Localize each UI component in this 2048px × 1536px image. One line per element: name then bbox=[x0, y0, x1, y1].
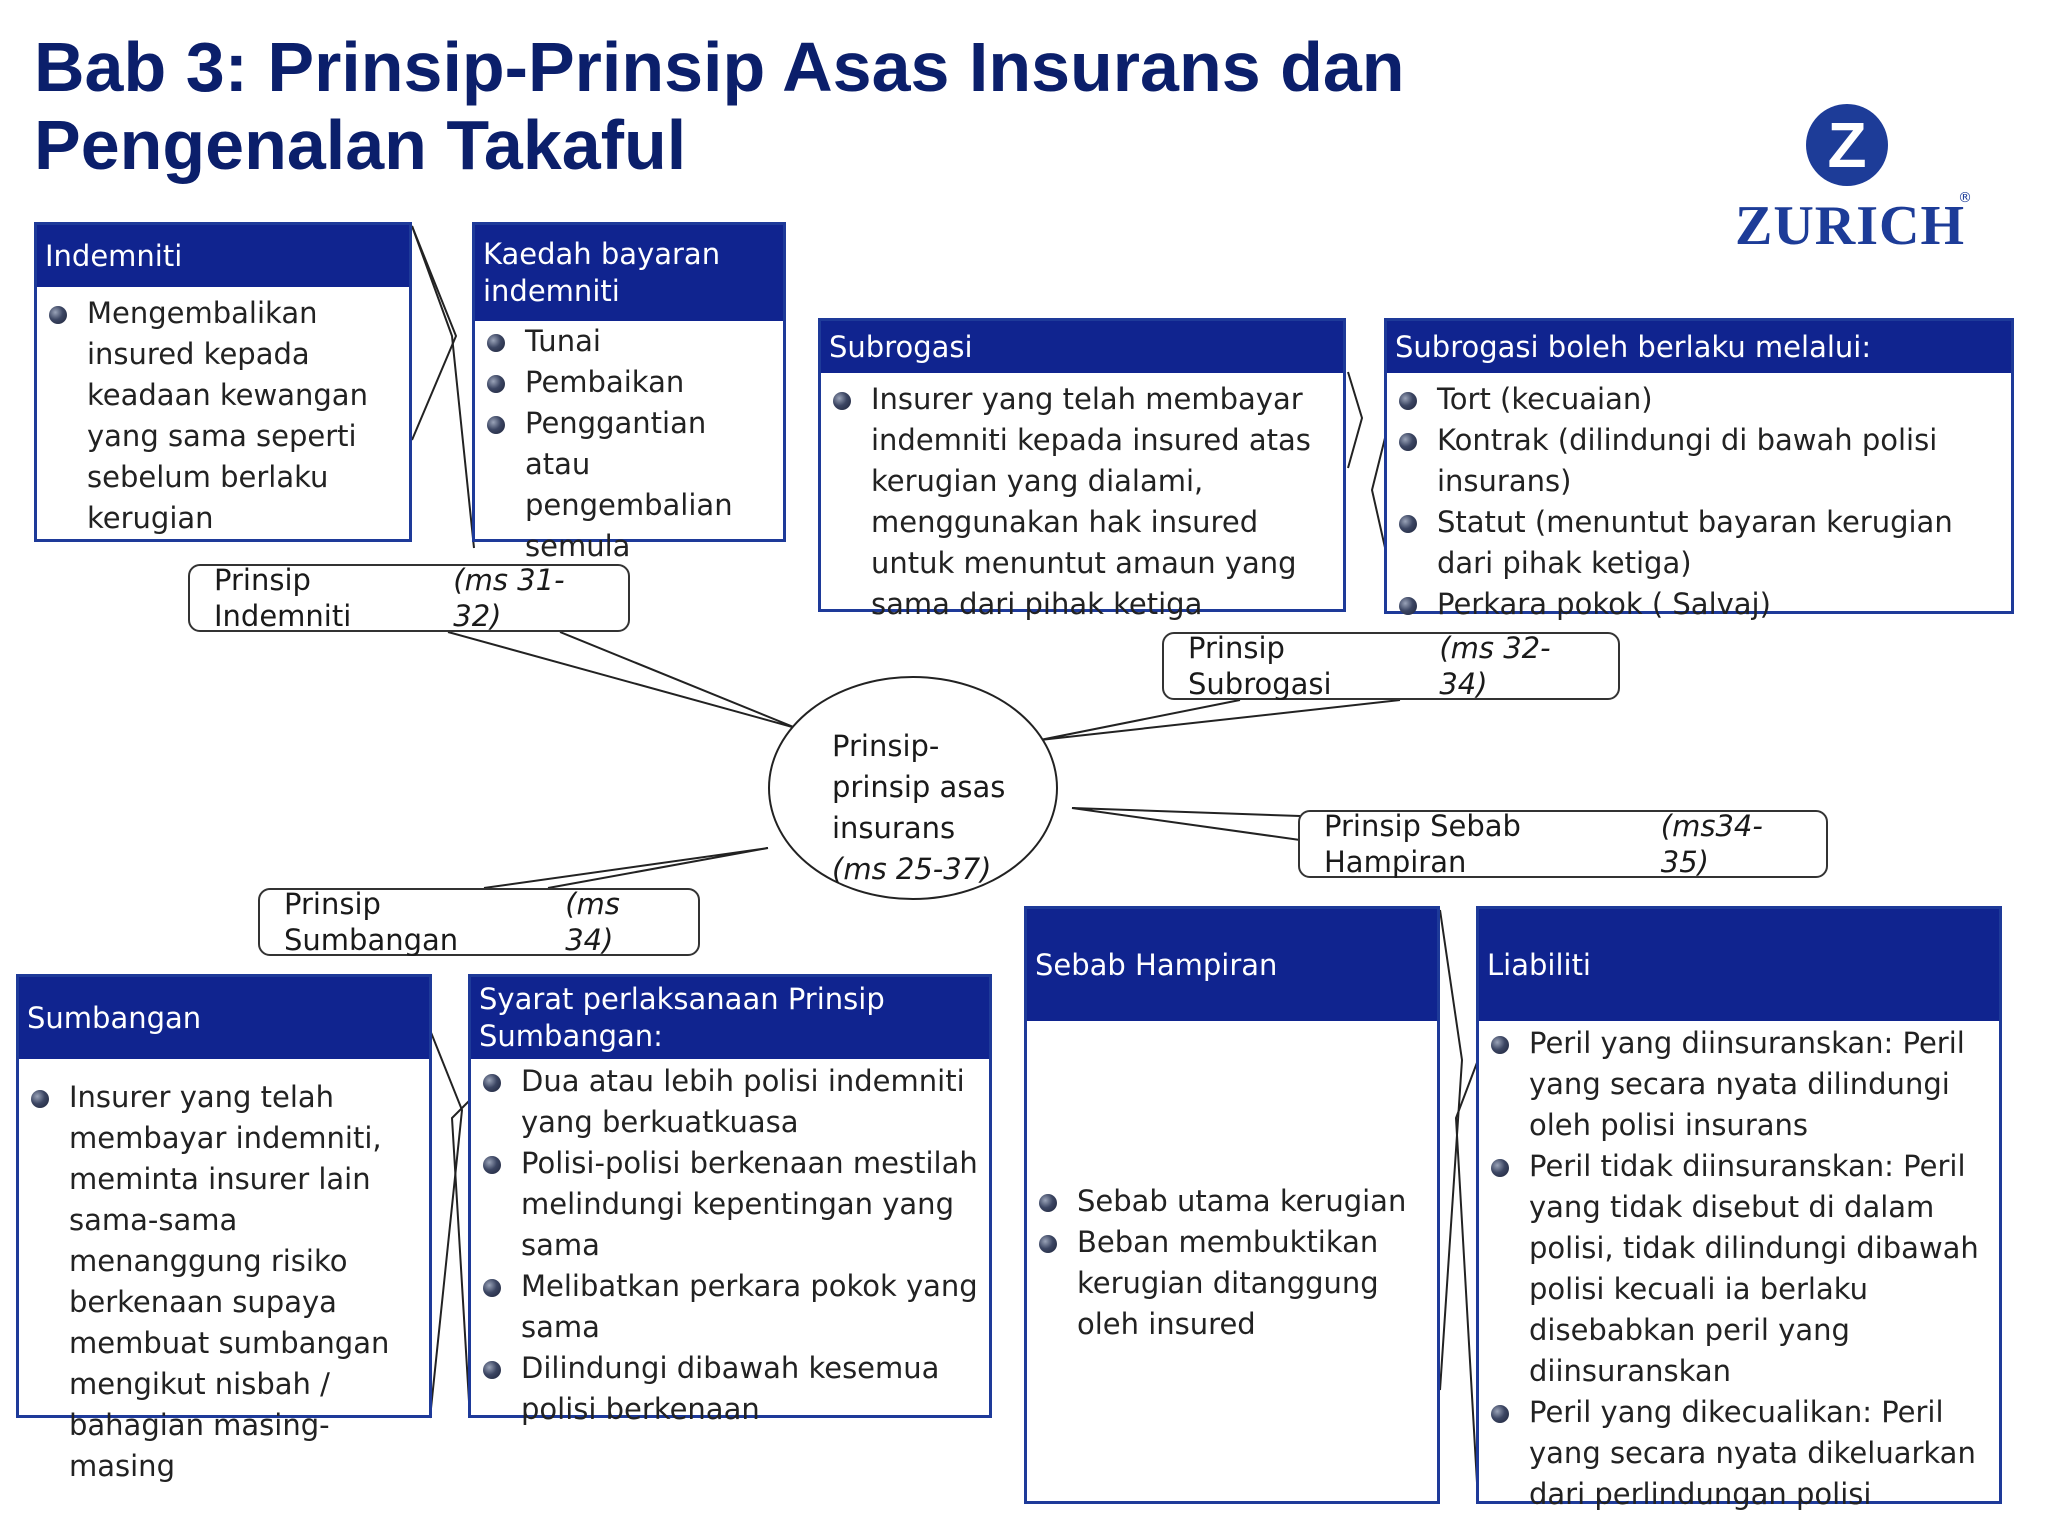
sebab-hampiran-item: Beban membuktikan kerugian ditanggung ol… bbox=[1035, 1222, 1429, 1345]
connector-subrogasi-melalui bbox=[1347, 371, 1364, 469]
center-prinsip-asas-insurans: Prinsip- prinsip asas insurans (ms 25-37… bbox=[768, 676, 1058, 900]
liabiliti-item: Peril yang diinsuranskan: Peril yang sec… bbox=[1487, 1023, 1991, 1146]
syarat-box: Syarat perlaksanaan Prinsip Sumbangan: D… bbox=[468, 974, 992, 1426]
subrogasi-melalui-item: Statut (menuntut bayaran kerugian dari p… bbox=[1395, 502, 2003, 584]
center-line-1: Prinsip- bbox=[832, 729, 940, 763]
zurich-z-icon: Z bbox=[1806, 104, 1888, 186]
subrogasi-melalui-item: Kontrak (dilindungi di bawah polisi insu… bbox=[1395, 420, 2003, 502]
connector-sumbangan-syarat bbox=[429, 1029, 464, 1419]
subrogasi-item: Insurer yang telah membayar indemniti ke… bbox=[829, 379, 1335, 625]
subrogasi-box: Subrogasi Insurer yang telah membayar in… bbox=[818, 318, 1346, 621]
connector-sebab-liabiliti bbox=[1439, 909, 1464, 1391]
logo-wordmark: ZURICH bbox=[1734, 195, 1966, 257]
connector-indemniti-kaedah-2 bbox=[411, 225, 475, 549]
callout-prinsip-subrogasi: Prinsip Subrogasi (ms 32-34) bbox=[1162, 631, 1620, 701]
sebab-hampiran-item: Sebab utama kerugian bbox=[1035, 1181, 1429, 1222]
zurich-logo: Z ZURICH ® bbox=[1730, 100, 1990, 260]
syarat-item: Dua atau lebih polisi indemniti yang ber… bbox=[479, 1061, 981, 1143]
callout-sebab-hampiran-label: Prinsip Sebab Hampiran bbox=[1324, 809, 1521, 879]
subrogasi-melalui-box: Subrogasi boleh berlaku melalui: Tort (k… bbox=[1384, 318, 2014, 621]
sebab-hampiran-header: Sebab Hampiran bbox=[1027, 909, 1437, 1021]
callout-tail-sebab-hampiran bbox=[1071, 807, 1301, 841]
callout-prinsip-sumbangan: Prinsip Sumbangan (ms 34) bbox=[258, 887, 700, 957]
callout-indemniti-ms: (ms 31-32) bbox=[453, 563, 565, 633]
registered-mark: ® bbox=[1958, 190, 1972, 206]
connector-subrogasi-melalui-2 bbox=[1370, 433, 1387, 553]
sumbangan-header: Sumbangan bbox=[19, 977, 429, 1059]
subrogasi-header: Subrogasi bbox=[821, 321, 1343, 373]
callout-indemniti-label: Prinsip Indemniti bbox=[214, 563, 352, 633]
page-title: Bab 3: Prinsip-Prinsip Asas Insurans dan… bbox=[34, 28, 1534, 184]
callout-sebab-hampiran-ms: (ms34-35) bbox=[1660, 809, 1763, 879]
connector-sebab-liabiliti-2 bbox=[1454, 1059, 1479, 1501]
indemniti-item: Mengembalikan insured kepada keadaan kew… bbox=[45, 293, 401, 539]
callout-tail-sumbangan bbox=[483, 847, 769, 889]
liabiliti-box: Liabiliti Peril yang diinsuranskan: Peri… bbox=[1476, 906, 2002, 1511]
subrogasi-melalui-header: Subrogasi boleh berlaku melalui: bbox=[1387, 321, 2011, 373]
connector-indemniti-kaedah bbox=[411, 225, 458, 441]
liabiliti-item: Peril yang dikecualikan: Peril yang seca… bbox=[1487, 1392, 1991, 1515]
center-line-2: prinsip asas bbox=[832, 770, 1006, 804]
callout-prinsip-sebab-hampiran: Prinsip Sebab Hampiran (ms34-35) bbox=[1298, 809, 1828, 879]
syarat-item: Melibatkan perkara pokok yang sama bbox=[479, 1266, 981, 1348]
liabiliti-header: Liabiliti bbox=[1479, 909, 1999, 1021]
kaedah-item: Penggantian atau pengembalian semula bbox=[483, 403, 775, 567]
title-line-2: Pengenalan Takaful bbox=[34, 106, 687, 184]
center-ms: (ms 25-37) bbox=[832, 852, 992, 886]
callout-subrogasi-ms: (ms 32-34) bbox=[1439, 631, 1551, 701]
subrogasi-melalui-item: Tort (kecuaian) bbox=[1395, 379, 2003, 420]
callout-prinsip-indemniti: Prinsip Indemniti (ms 31-32) bbox=[188, 563, 630, 633]
center-line-3: insurans bbox=[832, 811, 956, 845]
callout-tail-subrogasi bbox=[1039, 699, 1401, 741]
syarat-item: Polisi-polisi berkenaan mestilah melindu… bbox=[479, 1143, 981, 1266]
syarat-item: Dilindungi dibawah kesemua polisi berken… bbox=[479, 1348, 981, 1430]
connector-sumbangan-syarat-2 bbox=[450, 1099, 471, 1419]
sumbangan-box: Sumbangan Insurer yang telah membayar in… bbox=[16, 974, 432, 1483]
kaedah-item: Tunai bbox=[483, 321, 775, 362]
kaedah-box: Kaedah bayaran indemniti Tunai Pembaikan… bbox=[472, 222, 786, 563]
sebab-hampiran-box: Sebab Hampiran Sebab utama kerugian Beba… bbox=[1024, 906, 1440, 1504]
kaedah-header: Kaedah bayaran indemniti bbox=[475, 225, 783, 321]
callout-sumbangan-label: Prinsip Sumbangan bbox=[284, 887, 459, 957]
subrogasi-melalui-item: Perkara pokok ( Salvaj) bbox=[1395, 584, 2003, 625]
indemniti-box: Indemniti Mengembalikan insured kepada k… bbox=[34, 222, 412, 542]
liabiliti-item: Peril tidak diinsuranskan: Peril yang ti… bbox=[1487, 1146, 1991, 1392]
syarat-header: Syarat perlaksanaan Prinsip Sumbangan: bbox=[471, 977, 989, 1059]
indemniti-header: Indemniti bbox=[37, 225, 409, 287]
sumbangan-item: Insurer yang telah membayar indemniti, m… bbox=[27, 1077, 421, 1487]
callout-subrogasi-label: Prinsip Subrogasi bbox=[1188, 631, 1332, 701]
title-line-1: Bab 3: Prinsip-Prinsip Asas Insurans dan bbox=[34, 28, 1405, 106]
callout-sumbangan-ms: (ms 34) bbox=[565, 887, 620, 957]
callout-tail-indemniti bbox=[447, 631, 797, 729]
kaedah-item: Pembaikan bbox=[483, 362, 775, 403]
